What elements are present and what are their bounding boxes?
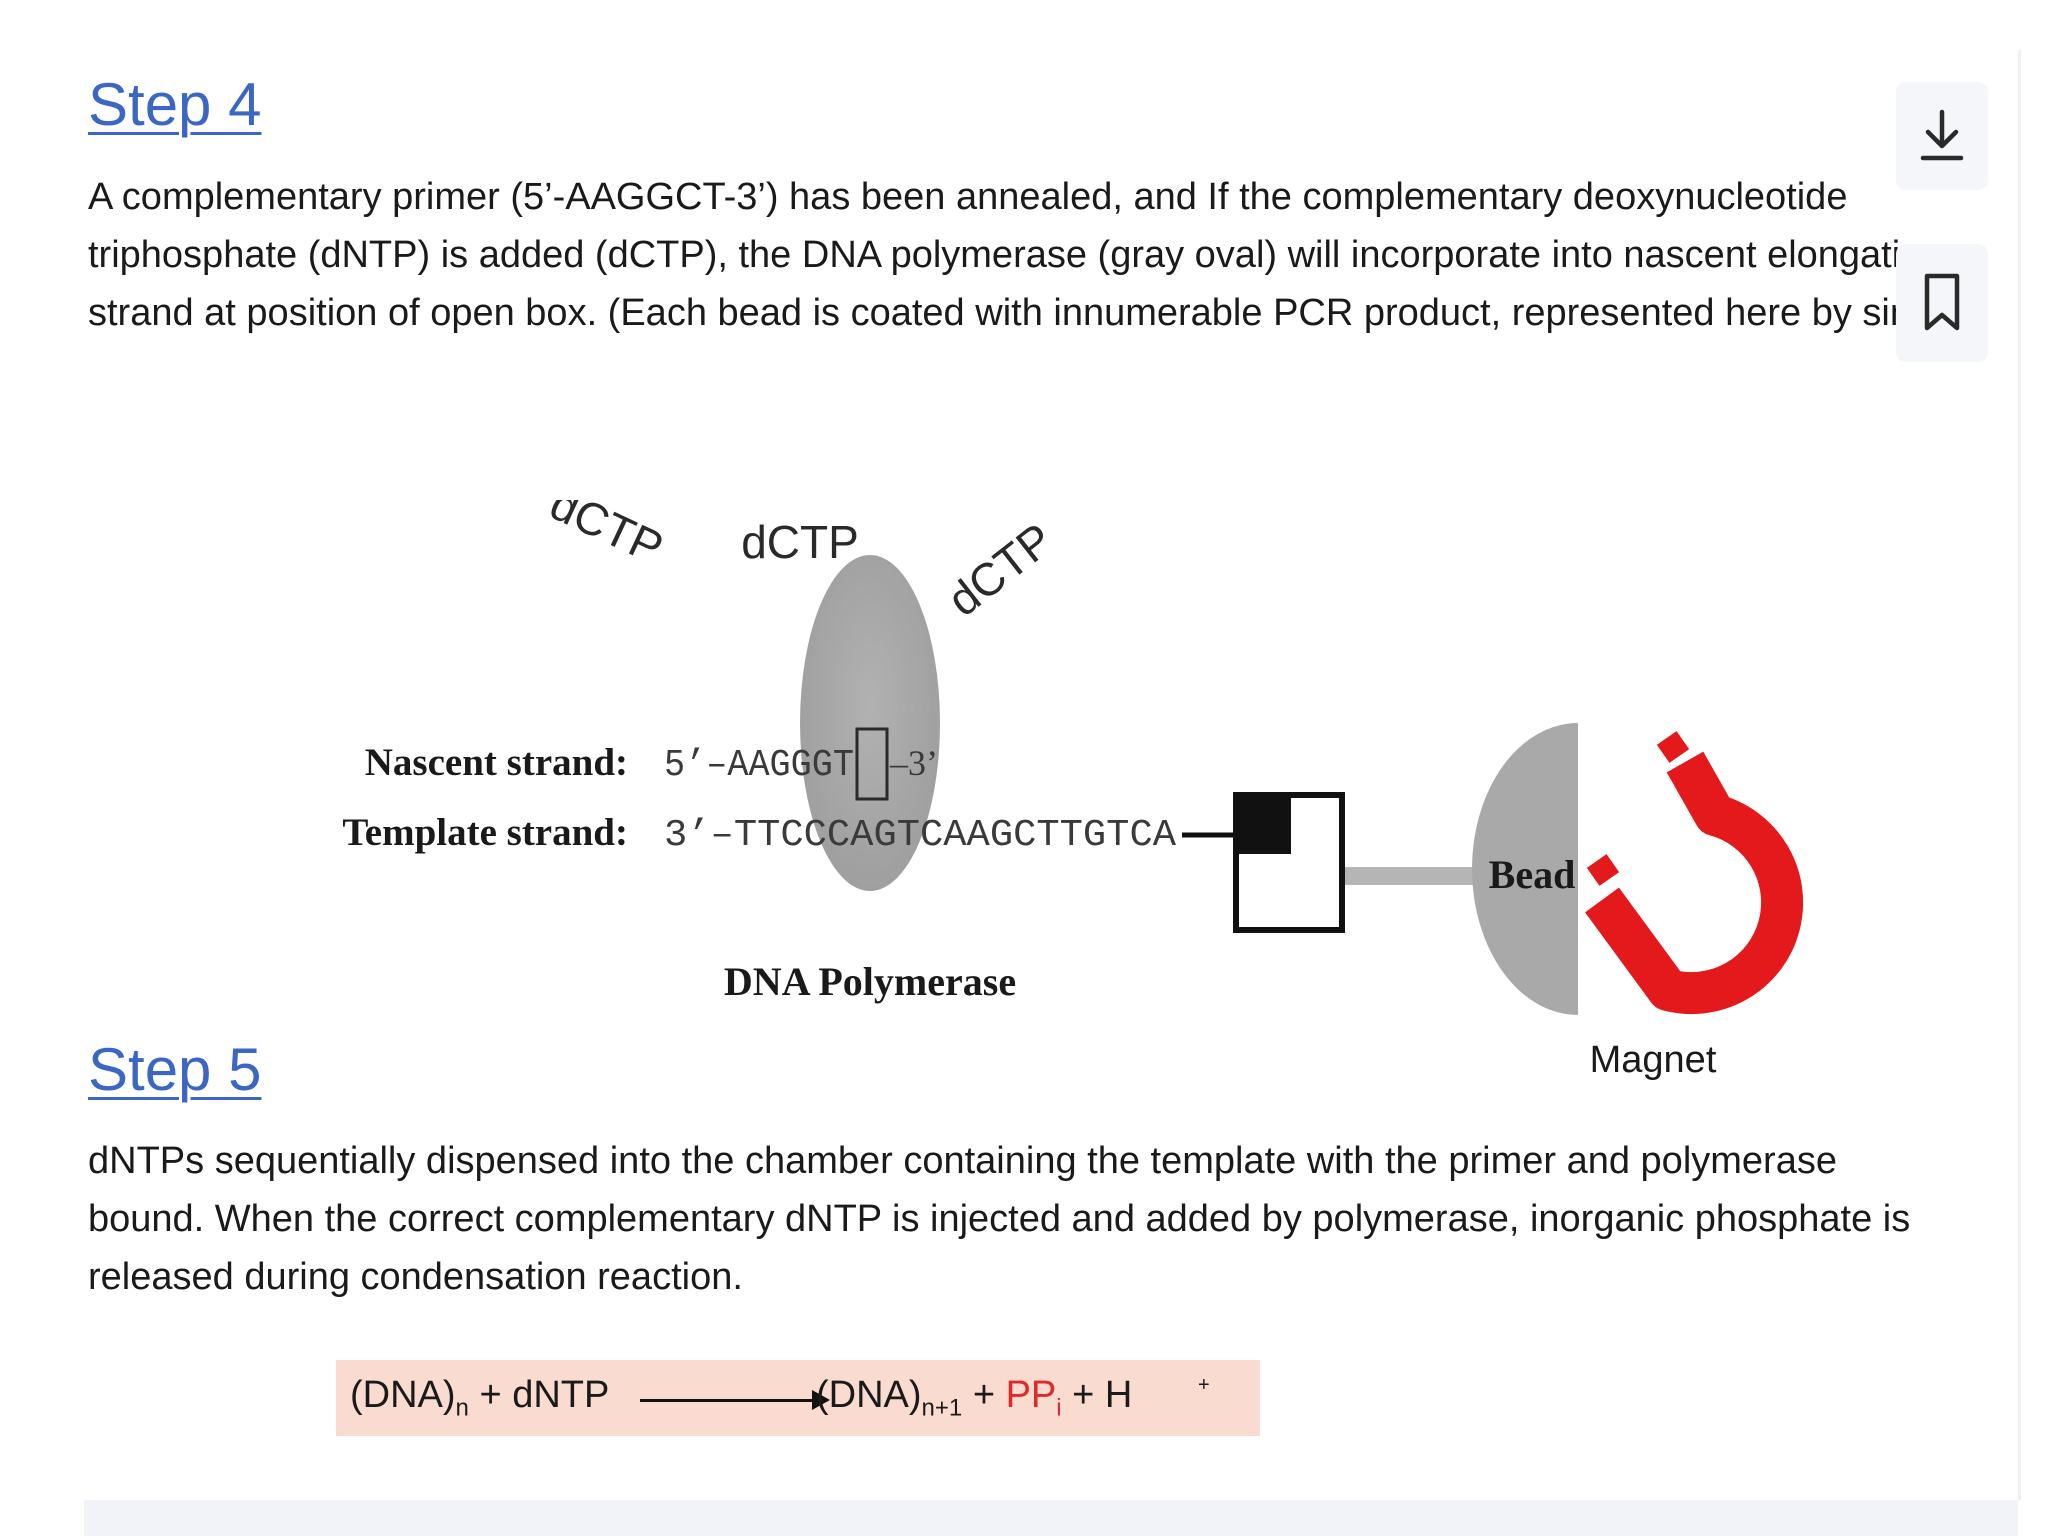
dctp-label-1: dCTP [542, 500, 671, 574]
nascent-sequence-3: –3’ [889, 743, 938, 783]
nascent-sequence-5: 5’–AAGGGT [664, 744, 854, 787]
proton-superscript: + [1198, 1374, 1210, 1396]
download-icon [1920, 109, 1964, 161]
reaction-equation: (DNA)n + dNTP (DNA)n+1 + PPi + H + [336, 1360, 1260, 1436]
bookmark-button[interactable] [1896, 244, 1988, 362]
step4-heading[interactable]: Step 4 [88, 71, 262, 138]
dna-polymerase-oval [800, 555, 940, 891]
bead-label: Bead [1489, 852, 1576, 897]
dctp-label-3: dCTP [938, 513, 1063, 626]
reaction-arrow [640, 1399, 820, 1402]
equation-products: (DNA)n+1 + PPi + H [816, 1374, 1133, 1422]
magnet-icon [1581, 725, 1804, 1015]
magnet-label: Magnet [1590, 1039, 1717, 1081]
template-sequence: 3’–TTCCCAGTCAAGCTTGTCA [664, 814, 1176, 857]
adapter-filled-corner [1239, 798, 1291, 854]
bead-shape [1472, 723, 1578, 1015]
bead-linker [1345, 867, 1480, 885]
pyrophosphate: PPi [1005, 1374, 1062, 1422]
download-button[interactable] [1896, 82, 1988, 190]
open-box [855, 727, 889, 801]
step4-paragraph: A complementary primer (5’-AAGGCT-3’) ha… [88, 176, 1962, 334]
step5-heading[interactable]: Step 5 [88, 1036, 262, 1103]
dctp-label-2: dCTP [741, 516, 859, 568]
template-strand-label: Template strand: [342, 811, 628, 854]
bookmark-icon [1924, 273, 1960, 331]
reaction-arrow-head [812, 1390, 830, 1410]
dna-polymerase-label: DNA Polymerase [724, 959, 1016, 1004]
footer-bar [84, 1500, 2018, 1536]
step5-paragraph: dNTPs sequentially dispensed into the ch… [88, 1140, 1911, 1298]
equation-reactants: (DNA)n + dNTP [350, 1374, 610, 1422]
pyrosequencing-diagram: dCTP dCTP dCTP Nascent strand: Template … [342, 500, 1804, 1081]
nascent-strand-label: Nascent strand: [365, 741, 628, 784]
